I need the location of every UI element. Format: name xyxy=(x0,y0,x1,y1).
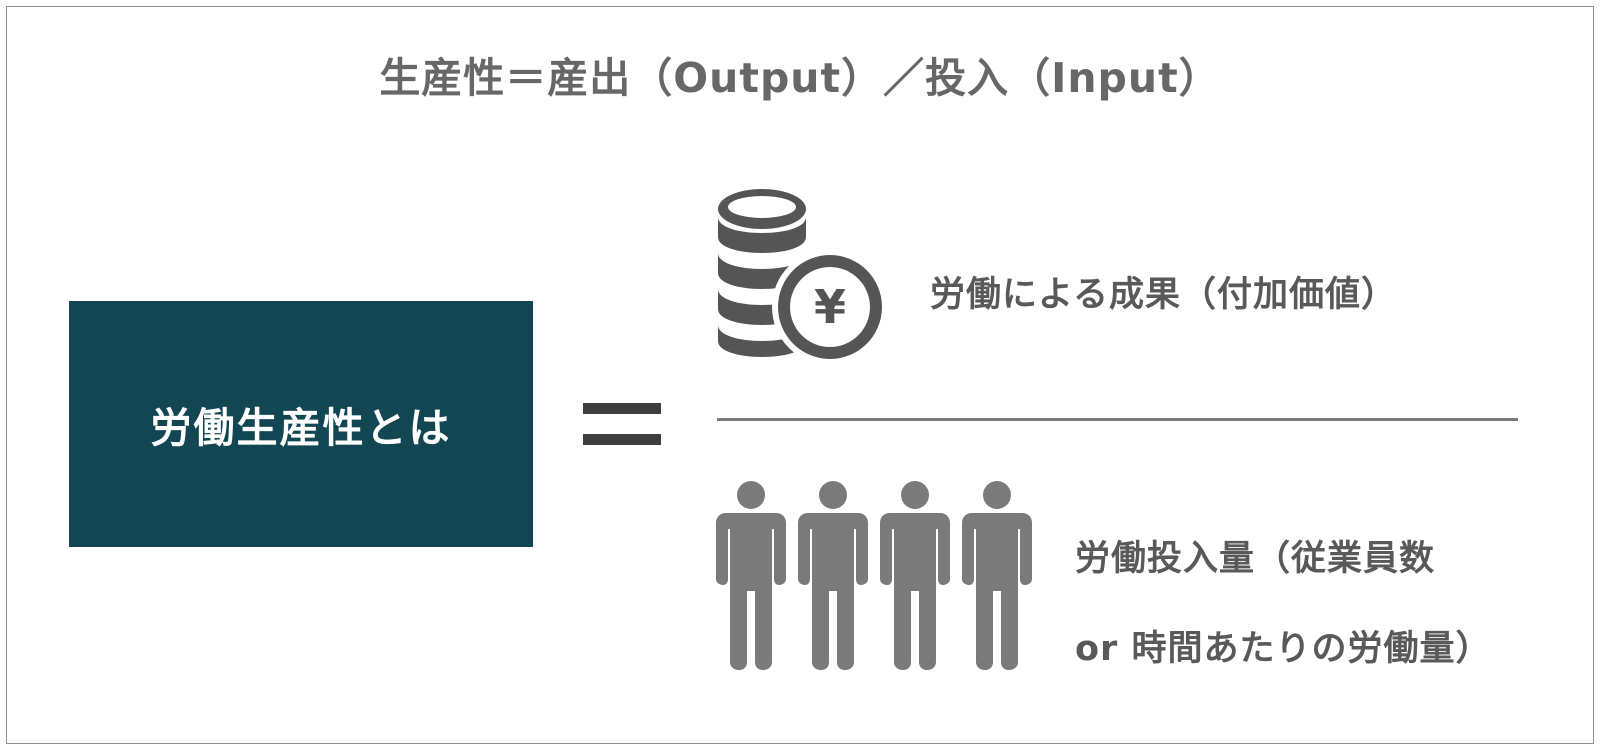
coin-top-inner xyxy=(728,196,796,218)
denominator-label-line1: 労働投入量（従業員数 xyxy=(1075,539,1436,579)
person-icon xyxy=(798,481,868,670)
coin-layer-4 xyxy=(718,325,806,357)
yen-coin: ¥ xyxy=(772,249,888,365)
person-icon xyxy=(880,481,950,670)
fraction-line xyxy=(717,418,1518,421)
people-icon-group xyxy=(716,481,1034,670)
person-icon xyxy=(962,481,1032,670)
denominator-label: 労働投入量（従業員数 or 時間あたりの労働量） xyxy=(1075,514,1492,694)
denominator-label-line2: or 時間あたりの労働量） xyxy=(1075,629,1492,669)
formula-heading: 生産性＝産出（Output）／投入（Input） xyxy=(379,54,1221,102)
labor-productivity-box: 労働生産性とは xyxy=(69,301,533,547)
equals-bar-bottom xyxy=(583,434,661,445)
coin-layer-1 xyxy=(718,217,806,253)
yen-coin-face xyxy=(790,267,870,347)
person-icon xyxy=(716,481,786,670)
numerator-label: 労働による成果（付加価値） xyxy=(930,275,1397,315)
yen-symbol: ¥ xyxy=(814,280,846,334)
equals-sign xyxy=(583,403,661,445)
labor-productivity-label: 労働生産性とは xyxy=(150,404,452,452)
equals-bar-top xyxy=(583,403,661,414)
yen-coin-stack-icon: ¥ xyxy=(718,189,888,365)
